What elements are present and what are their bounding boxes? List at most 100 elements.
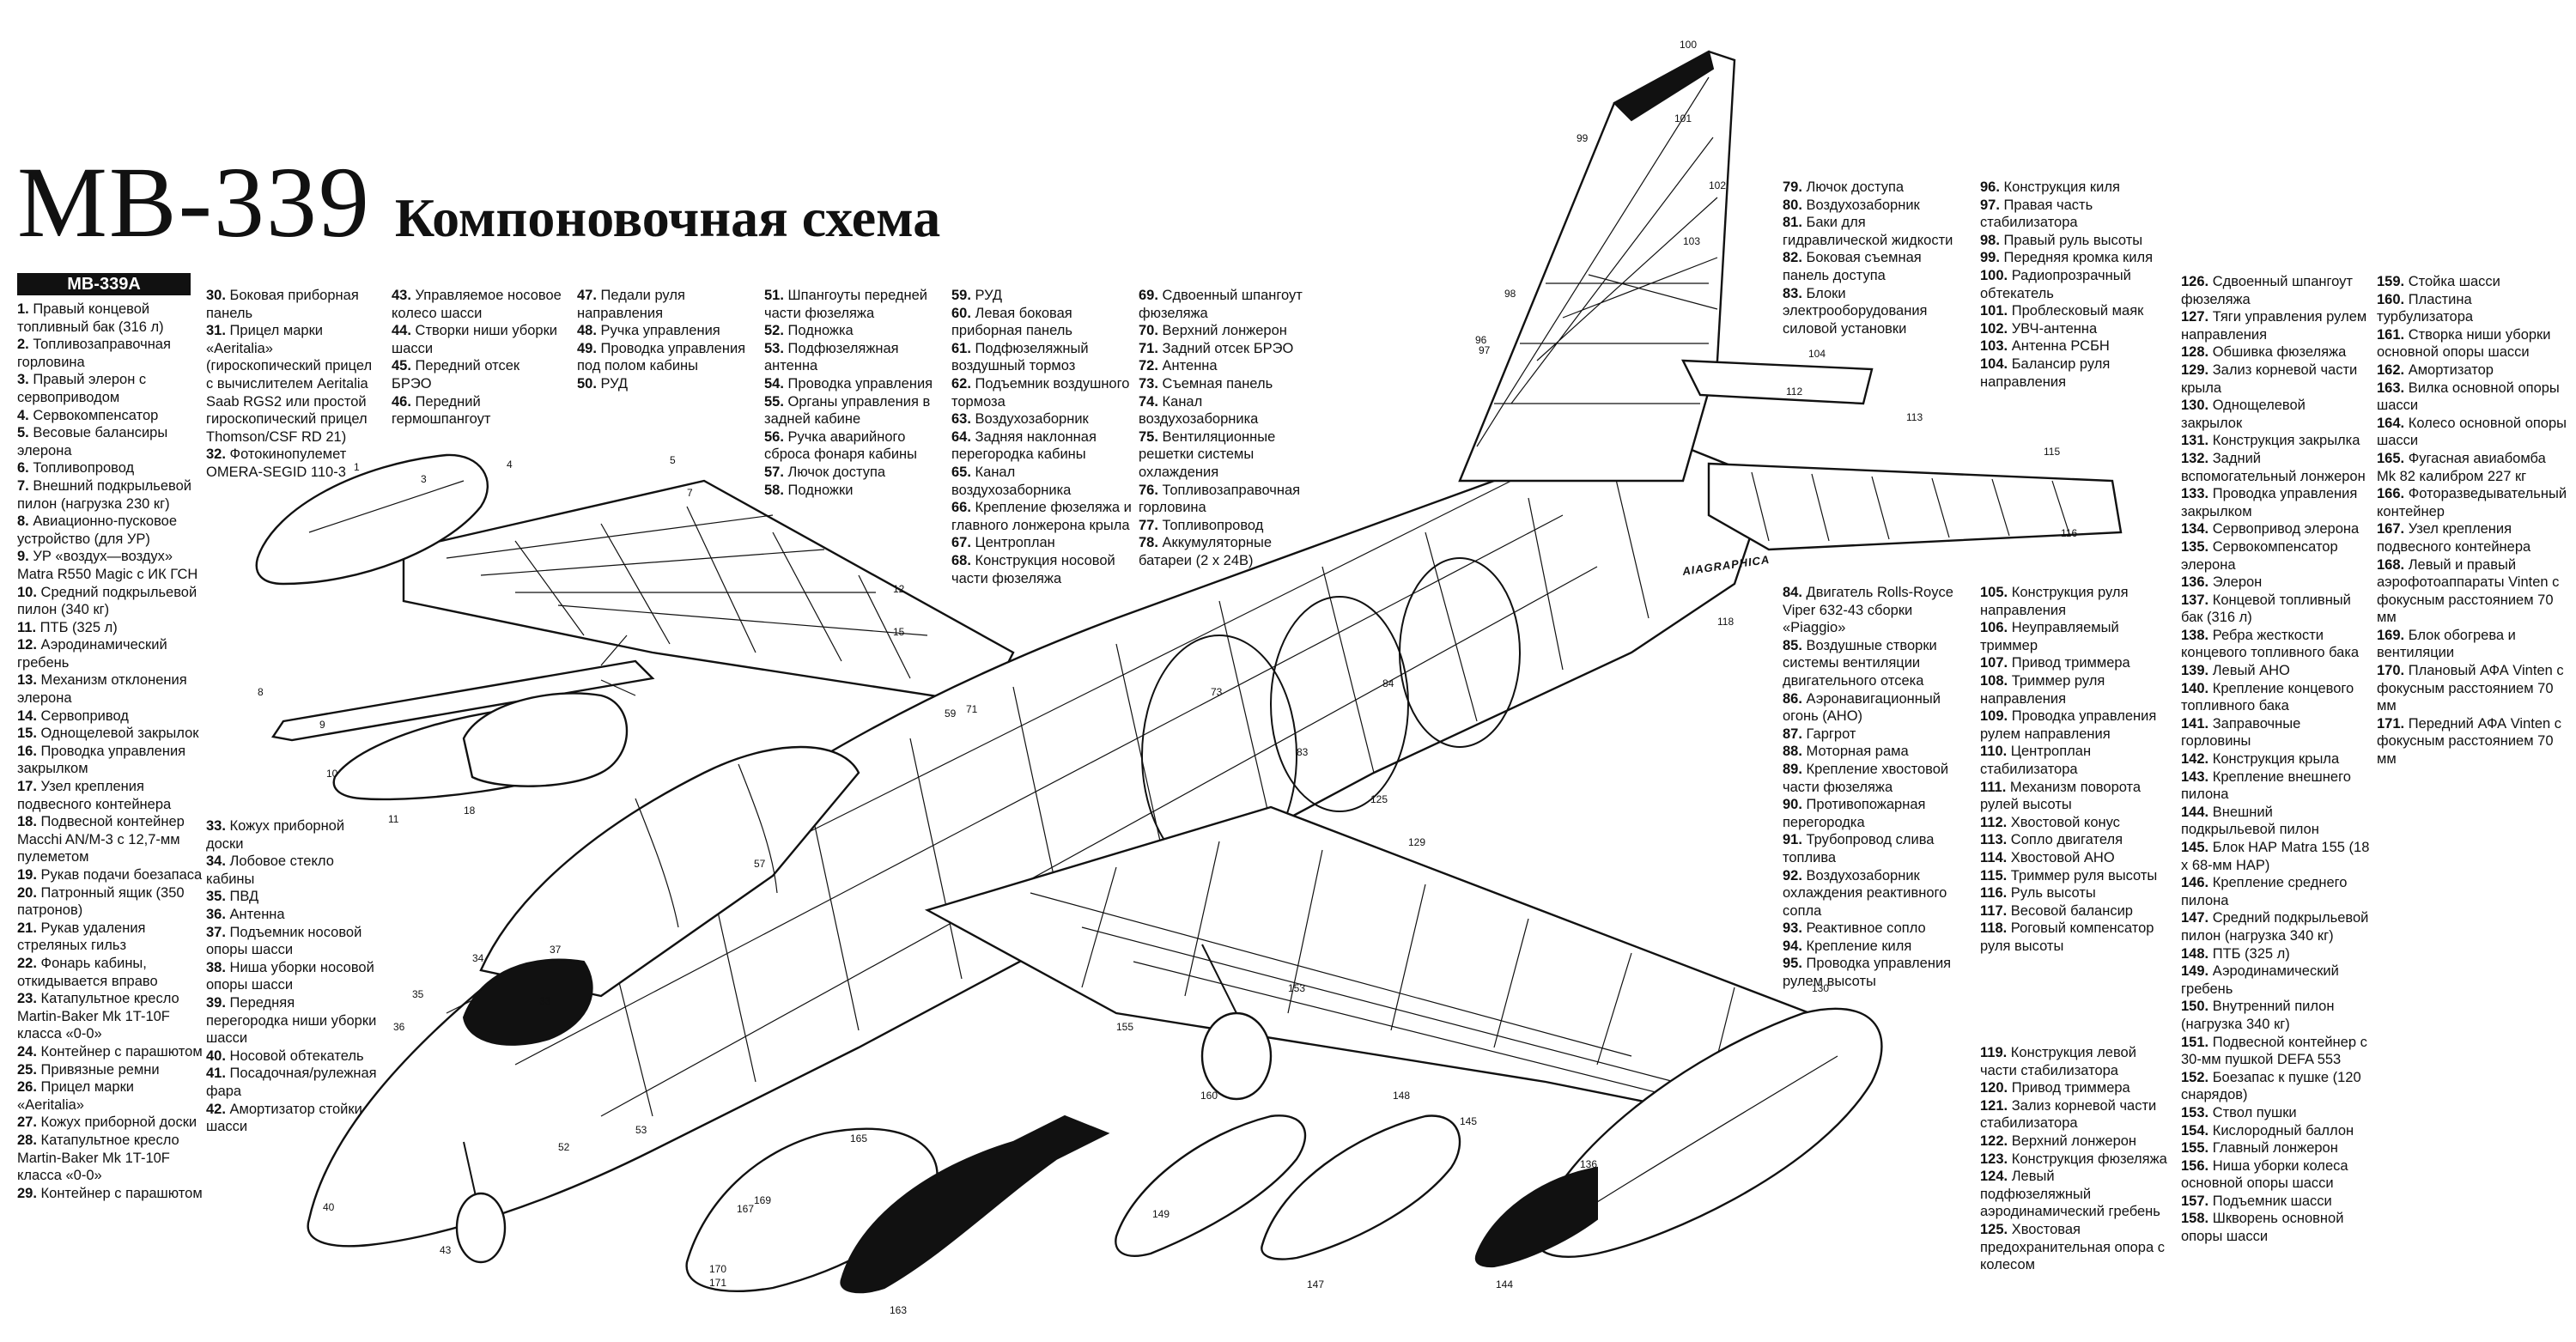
legend-item-number: 41. (206, 1066, 230, 1082)
legend-item-number: 2. (17, 337, 33, 353)
legend-item: 93. Реактивное сопло (1783, 920, 1975, 938)
legend-item: 87. Гаргрот (1783, 726, 1975, 744)
legend-item-number: 19. (17, 867, 41, 883)
legend-item: 47. Педали руля направления (577, 287, 757, 322)
legend-item: 151. Подвесной контейнер с 30-мм пушкой … (2181, 1034, 2370, 1069)
legend-item-text: Катапультное кресло Martin-Baker Mk 1T-1… (17, 991, 179, 1042)
legend-item-text: Крепление хвостовой части фюзеляжа (1783, 761, 1949, 795)
callout-label: 52 (558, 1141, 570, 1153)
legend-item-text: Правая часть стабилизатора (1980, 197, 2093, 231)
legend-item-text: Однощелевой закрылок (40, 726, 199, 742)
legend-item-number: 127. (2181, 309, 2213, 325)
legend-item: 25. Привязные ремни (17, 1061, 203, 1079)
legend-item: 153. Ствол пушки (2181, 1104, 2370, 1122)
legend-item: 115. Триммер руля высоты (1980, 867, 2169, 885)
legend-item: 154. Кислородный баллон (2181, 1122, 2370, 1140)
legend-item-number: 83. (1783, 285, 1807, 301)
legend-item: 70. Верхний лонжерон (1139, 322, 1324, 340)
legend-item-number: 117. (1980, 902, 2011, 919)
legend-item-number: 87. (1783, 726, 1807, 742)
callout-label: 113 (1906, 411, 1923, 423)
nose-gear (455, 1141, 507, 1264)
legend-item: 109. Проводка управления рулем направлен… (1980, 707, 2169, 743)
legend-item-text: Левый АНО (2212, 663, 2290, 679)
legend-item-number: 133. (2181, 486, 2213, 502)
legend-item-text: УВЧ-антенна (2011, 320, 2098, 337)
legend-item: 31. Прицел марки «Aeritalia» (гироскопич… (206, 322, 381, 446)
legend-item-text: Проводка управления рулем высоты (1783, 956, 1952, 990)
legend-column-1: 1. Правый концевой топливный бак (316 л)… (17, 301, 203, 1202)
canopy (462, 745, 860, 1046)
legend-item-text: Створка ниши уборки основной опоры шасси (2377, 326, 2551, 361)
legend-item: 160. Пластина турбулизатора (2377, 291, 2567, 326)
legend-item-text: Ниша уборки колеса основной опоры шасси (2181, 1157, 2348, 1192)
legend-item-text: РУД (975, 288, 1003, 303)
callout-label: 8 (258, 686, 264, 698)
legend-item-text: Зализ корневой части стабилизатора (1980, 1097, 2157, 1132)
legend-item-number: 56. (764, 428, 788, 445)
legend-item-text: Балансир руля направления (1980, 355, 2111, 390)
legend-item: 81. Баки для гидравлической жидкости (1783, 214, 1971, 249)
callout-label: 43 (440, 1244, 452, 1256)
legend-column-11: 84. Двигатель Rolls-Royce Viper 632-43 с… (1783, 584, 1975, 991)
legend-item-number: 16. (17, 743, 41, 759)
legend-item-number: 150. (2181, 999, 2213, 1015)
legend-item: 41. Посадочная/рулежная фара (206, 1065, 378, 1100)
callout-label: 153 (1288, 982, 1305, 994)
legend-item-number: 34. (206, 853, 230, 870)
legend-item: 52. Подножка (764, 322, 945, 340)
legend-item-number: 71. (1139, 340, 1163, 356)
legend-item-number: 35. (206, 889, 230, 905)
legend-item-text: Антенна РСБН (2011, 338, 2110, 355)
legend-item-number: 11. (17, 619, 40, 635)
legend-item-number: 171. (2377, 715, 2409, 732)
legend-item: 95. Проводка управления рулем высоты (1783, 955, 1975, 990)
legend-item-number: 121. (1980, 1097, 2012, 1114)
legend-item-number: 154. (2181, 1122, 2213, 1139)
legend-item: 66. Крепление фюзеляжа и главного лонжер… (951, 499, 1133, 534)
legend-item-number: 145. (2181, 840, 2213, 855)
legend-item-text: Левая боковая приборная панель (951, 305, 1073, 339)
callout-label: 73 (1211, 686, 1223, 698)
legend-item-text: Воздухозаборник (1806, 197, 1920, 213)
legend-item: 3. Правый элерон с сервоприводом (17, 371, 203, 406)
legend-item-text: Стойка шасси (2408, 274, 2500, 289)
legend-item-text: Подъемник носовой опоры шасси (206, 924, 362, 958)
legend-item: 96. Конструкция киля (1980, 179, 2169, 197)
legend-item: 117. Весовой балансир (1980, 902, 2169, 920)
legend-item: 69. Сдвоенный шпангоут фюзеляжа (1139, 287, 1324, 322)
legend-item-number: 144. (2181, 804, 2213, 820)
legend-item-number: 37. (206, 924, 230, 940)
legend-item: 14. Сервопривод (17, 707, 203, 726)
legend-item-number: 27. (17, 1114, 41, 1131)
legend-item-number: 70. (1139, 323, 1163, 339)
callout-label: 36 (393, 1021, 405, 1033)
legend-item-text: Правый элерон с сервоприводом (17, 372, 147, 405)
legend-item-number: 158. (2181, 1211, 2213, 1227)
legend-item: 85. Воздушные створки системы вентиляции… (1783, 637, 1975, 690)
legend-item-number: 72. (1139, 358, 1163, 374)
legend-item: 132. Задний вспомогательный лонжерон (2181, 450, 2370, 485)
legend-item-text: Задняя наклонная перегородка кабины (951, 428, 1097, 463)
legend-item: 164. Колесо основной опоры шасси (2377, 415, 2567, 450)
legend-item-number: 104. (1980, 355, 2012, 372)
legend-item-number: 85. (1783, 637, 1807, 653)
legend-item-text: Лючок доступа (1806, 179, 1905, 195)
legend-item-number: 54. (764, 375, 788, 392)
callout-label: 160 (1200, 1090, 1218, 1102)
legend-item: 97. Правая часть стабилизатора (1980, 197, 2169, 232)
legend-item: 35. ПВД (206, 888, 378, 906)
legend-item-number: 159. (2377, 274, 2409, 289)
legend-item-text: ПВД (229, 889, 259, 905)
legend-item: 53. Подфюзеляжная антенна (764, 340, 945, 375)
legend-item-text: Проблесковый маяк (2011, 303, 2144, 319)
legend-item: 5. Весовые балансиры элерона (17, 424, 203, 459)
legend-item-text: Съемная панель (1162, 375, 1273, 392)
legend-item-text: РУД (600, 375, 629, 392)
legend-item-text: Подфюзеляжная антенна (764, 340, 899, 374)
legend-item: 100. Радиопрозрачный обтекатель (1980, 267, 2169, 302)
legend-item: 111. Механизм поворота рулей высоты (1980, 779, 2169, 814)
legend-item: 133. Проводка управления закрылком (2181, 485, 2370, 520)
legend-item-number: 58. (764, 482, 788, 498)
